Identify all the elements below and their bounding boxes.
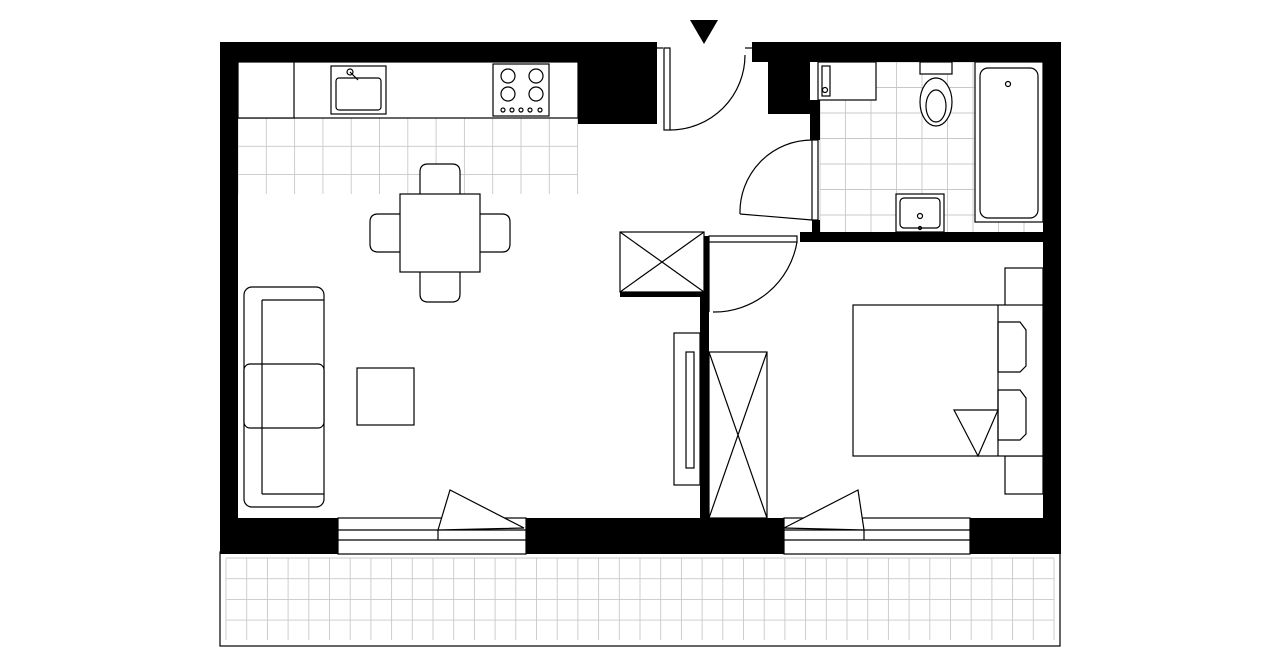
nightstand-bottom [1004, 455, 1044, 495]
sofa [243, 286, 325, 508]
entrance-arrow-icon [690, 20, 718, 44]
entrance-door[interactable] [657, 47, 752, 131]
living-balcony-door[interactable] [437, 489, 525, 540]
washing-machine-icon [817, 61, 877, 101]
balcony-tiles [225, 557, 1055, 640]
dining-table [369, 163, 511, 303]
coffee-table [356, 367, 415, 426]
bedroom-balcony-door[interactable] [783, 489, 865, 540]
stove-icon [492, 63, 550, 117]
fridge [237, 61, 295, 119]
sink-icon [330, 65, 387, 115]
toilet-icon [919, 61, 953, 127]
nightstand-top [1004, 267, 1044, 307]
bathroom-door[interactable] [739, 139, 819, 221]
hall-cabinet [619, 231, 705, 293]
bedroom-window [783, 517, 971, 555]
exterior-walls [220, 42, 1061, 554]
tv-unit [673, 332, 701, 486]
kitchen-floor-tiles [237, 117, 579, 194]
bedroom-door[interactable] [708, 235, 798, 313]
balcony [219, 551, 1061, 647]
bathtub-icon [974, 61, 1044, 223]
kitchen-counter [237, 61, 579, 119]
interior-walls [578, 62, 1043, 518]
washbasin-icon [895, 193, 945, 233]
wardrobe [708, 351, 768, 519]
bed [852, 267, 1044, 495]
